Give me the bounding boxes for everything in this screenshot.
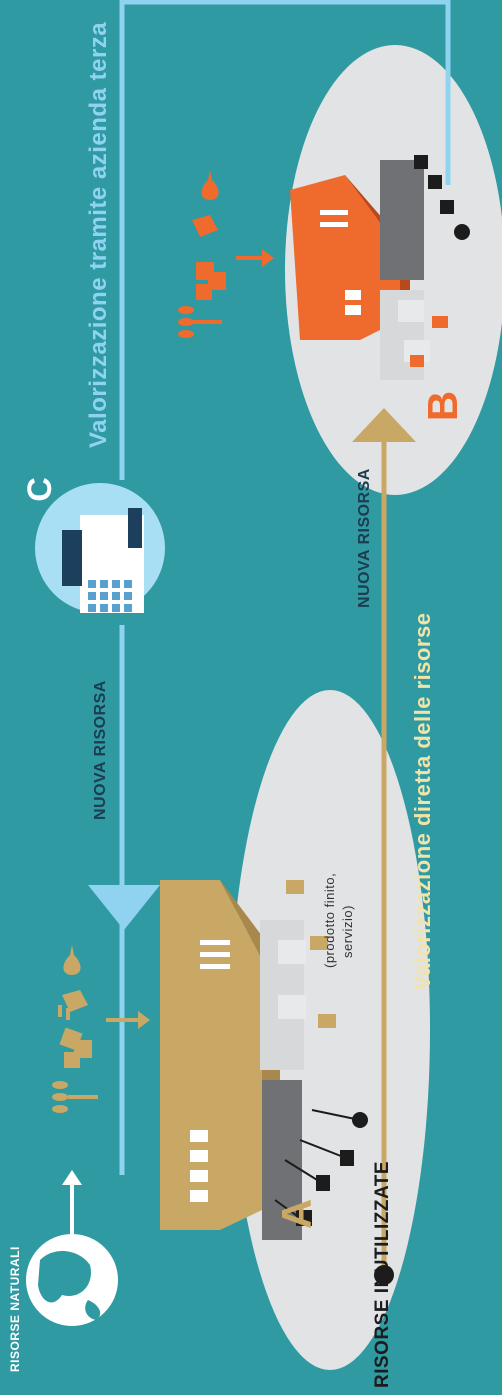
unused-resources-dot	[374, 1265, 394, 1285]
arrow-to-factory-a-icon	[106, 1011, 150, 1029]
third-party-valorization-label: Valorizzazione tramite azienda terza	[85, 21, 112, 448]
globe-icon	[26, 1170, 118, 1326]
new-resource-label-left: NUOVA RISORSA	[92, 680, 109, 820]
product-label-line1: (prodotto finito,	[322, 872, 337, 968]
letter-b: B	[419, 390, 467, 422]
new-resource-arrowhead	[88, 885, 160, 930]
unused-resources-label: RISORSE INUTILIZZATE	[372, 1160, 393, 1388]
plug-icon	[58, 990, 88, 1020]
orange-resource-icons	[178, 170, 274, 338]
wood-icon	[59, 1027, 92, 1068]
natural-resources-label: RISORSE NATURALI	[8, 1246, 22, 1372]
wheat-icon	[52, 1081, 98, 1113]
company-c-factory-icon	[62, 508, 144, 613]
company-a-factory-icon	[160, 880, 336, 1240]
letter-c: C	[20, 477, 59, 502]
drop-icon	[63, 945, 81, 975]
new-resource-label-right: NUOVA RISORSA	[356, 468, 373, 608]
bin-icon	[274, 1109, 368, 1226]
direct-valorization-arrowhead	[352, 408, 416, 442]
letter-a: A	[273, 1198, 321, 1230]
product-label-line2: servizio)	[340, 905, 355, 958]
direct-valorization-label: Valorizzazione diretta delle risorse	[410, 612, 435, 990]
company-b-factory-icon	[290, 155, 470, 380]
